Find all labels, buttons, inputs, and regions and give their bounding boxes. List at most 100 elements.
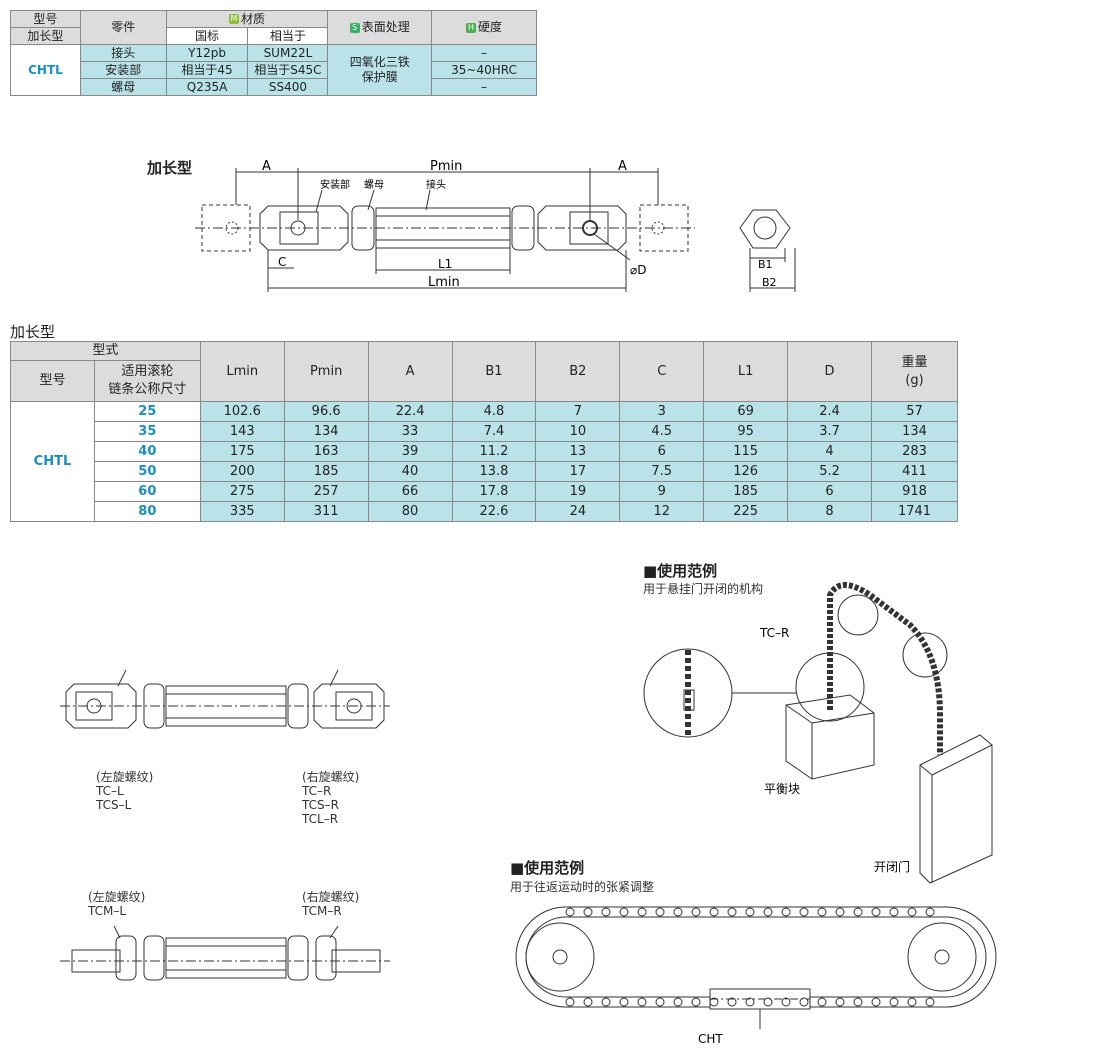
chain-link: [727, 907, 737, 917]
equiv-cell: SS400: [247, 78, 329, 96]
chain-link: [727, 997, 737, 1007]
value-cell: 11.2: [451, 441, 537, 462]
chain-link: [637, 907, 647, 917]
dim-a-left: A: [262, 159, 271, 174]
chain-link: [871, 907, 881, 917]
chain-link: [583, 907, 593, 917]
material-badge-icon: M: [228, 14, 239, 24]
chain-link: [835, 997, 845, 1007]
chain-link: [673, 907, 683, 917]
value-cell: 163: [283, 441, 369, 462]
chain-link: [763, 907, 773, 917]
value-cell: 275: [199, 481, 285, 502]
value-cell: 7.5: [619, 461, 705, 482]
value-cell: 126: [703, 461, 789, 482]
dim-b1: B1: [758, 258, 773, 271]
chain-link: [565, 907, 575, 917]
header-col: L1: [703, 341, 789, 402]
header-col: Lmin: [199, 341, 285, 402]
dim-d: ⌀D: [630, 263, 646, 277]
chain-size-cell: 35: [93, 421, 201, 442]
dim-c: C: [278, 255, 286, 269]
header-weight: 重量(g): [871, 341, 958, 402]
value-cell: 10: [535, 421, 621, 442]
chain-size-cell: 60: [93, 481, 201, 502]
chain-link: [709, 997, 719, 1007]
value-cell: 80: [367, 501, 453, 522]
value-cell: 335: [199, 501, 285, 522]
label-mount: 安装部: [320, 178, 350, 191]
label-joint: 接头: [426, 178, 446, 191]
size-table: 型式 Lmin Pmin A B1 B2 C L1 D 重量(g) 型号 适用滚…: [10, 341, 958, 522]
hardness-badge-icon: H: [466, 22, 477, 33]
label-counterweight: 平衡块: [764, 782, 800, 796]
value-cell: 3.7: [787, 421, 872, 442]
left-fitting: [259, 205, 349, 251]
header-model: 型号: [10, 360, 95, 402]
value-cell: 185: [283, 461, 369, 482]
header-col: A: [367, 341, 453, 402]
example1-subtitle: 用于悬挂门开闭的机构: [643, 582, 764, 596]
value-cell: 5.2: [787, 461, 872, 482]
value-cell: 22.6: [451, 501, 537, 522]
value-cell: 1741: [871, 501, 958, 522]
right-fitting: [537, 205, 627, 251]
dim-a-right: A: [618, 159, 627, 174]
value-cell: 4.8: [451, 401, 537, 422]
header-col: C: [619, 341, 705, 402]
chain-size-cell: 80: [93, 501, 201, 522]
header-equiv: 相当于: [247, 27, 329, 45]
value-cell: 17: [535, 461, 621, 482]
variant-tcm-drawing: [60, 925, 390, 981]
value-cell: 69: [703, 401, 789, 422]
hardness-cell: –: [431, 44, 537, 62]
chain-link: [619, 907, 629, 917]
label-nut: 螺母: [364, 179, 384, 191]
chain-link: [655, 907, 665, 917]
value-cell: 22.4: [367, 401, 453, 422]
header-model-sub: 加长型: [10, 27, 81, 45]
value-cell: 13.8: [451, 461, 537, 482]
value-cell: 4.5: [619, 421, 705, 442]
chain-link: [583, 997, 593, 1007]
variant-right2: (右旋螺纹)TCM–R: [302, 890, 360, 918]
hex-end-view: [739, 209, 791, 249]
value-cell: 102.6: [199, 401, 285, 422]
chain-link: [853, 907, 863, 917]
value-cell: 95: [703, 421, 789, 442]
chain-link: [691, 907, 701, 917]
value-cell: 17.8: [451, 481, 537, 502]
dim-b2: B2: [762, 276, 777, 289]
header-col: B2: [535, 341, 621, 402]
chain-link: [601, 907, 611, 917]
value-cell: 96.6: [283, 401, 369, 422]
model-cell: CHTL: [10, 44, 81, 96]
header-chain: 适用滚轮链条公称尺寸: [93, 360, 201, 402]
chain-link: [781, 907, 791, 917]
surface-cell: 四氧化三铁保护膜: [327, 44, 433, 96]
value-cell: 411: [871, 461, 958, 482]
chain-link: [817, 907, 827, 917]
example2-subtitle: 用于往返运动时的张紧调整: [510, 880, 655, 894]
chain-link: [907, 997, 917, 1007]
value-cell: 918: [871, 481, 958, 502]
surface-badge-icon: S: [349, 22, 360, 33]
example2-illustration: CHT: [515, 906, 997, 1045]
value-cell: 57: [871, 401, 958, 422]
hardness-cell: –: [431, 78, 537, 96]
value-cell: 134: [871, 421, 958, 442]
value-cell: 13: [535, 441, 621, 462]
value-cell: 225: [703, 501, 789, 522]
value-cell: 4: [787, 441, 872, 462]
chain-link: [925, 997, 935, 1007]
value-cell: 9: [619, 481, 705, 502]
value-cell: 185: [703, 481, 789, 502]
label-door: 开闭门: [874, 859, 910, 874]
value-cell: 257: [283, 481, 369, 502]
chain-link: [763, 997, 773, 1007]
label-tc-r: TC–R: [759, 626, 789, 640]
value-cell: 6: [787, 481, 872, 502]
chain-link: [871, 997, 881, 1007]
